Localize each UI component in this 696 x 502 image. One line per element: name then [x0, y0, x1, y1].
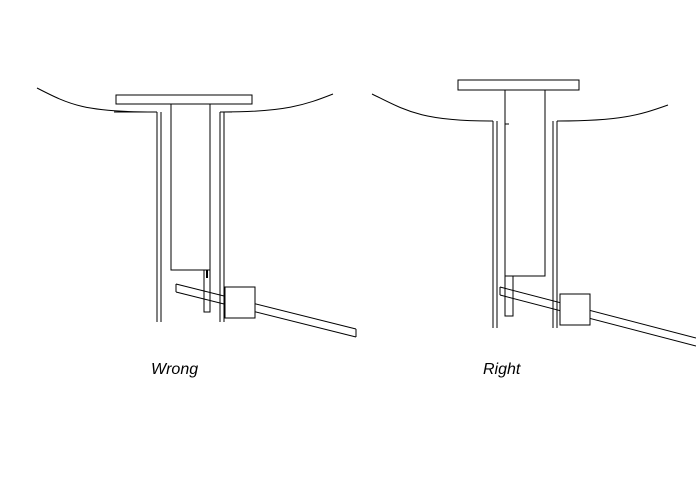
panel-wrong — [37, 88, 356, 337]
connector-block — [560, 294, 590, 325]
angled-bar-bottom — [500, 295, 696, 346]
caption-wrong: Wrong — [151, 361, 199, 378]
inner-rod — [171, 104, 210, 270]
rod-extension — [505, 276, 513, 316]
surface-curve — [558, 105, 668, 121]
top-plate — [116, 95, 252, 104]
surface-curve — [37, 88, 155, 112]
inner-rod — [505, 90, 545, 276]
surface-curve — [372, 94, 490, 121]
caption-right: Right — [483, 361, 521, 378]
panel-right — [372, 80, 696, 346]
top-plate — [458, 80, 579, 90]
angled-bar-bottom — [176, 292, 356, 337]
connector-block — [225, 287, 255, 318]
surface-curve — [222, 94, 333, 112]
angled-bar-top — [176, 284, 356, 329]
angled-bar-top — [500, 287, 696, 338]
